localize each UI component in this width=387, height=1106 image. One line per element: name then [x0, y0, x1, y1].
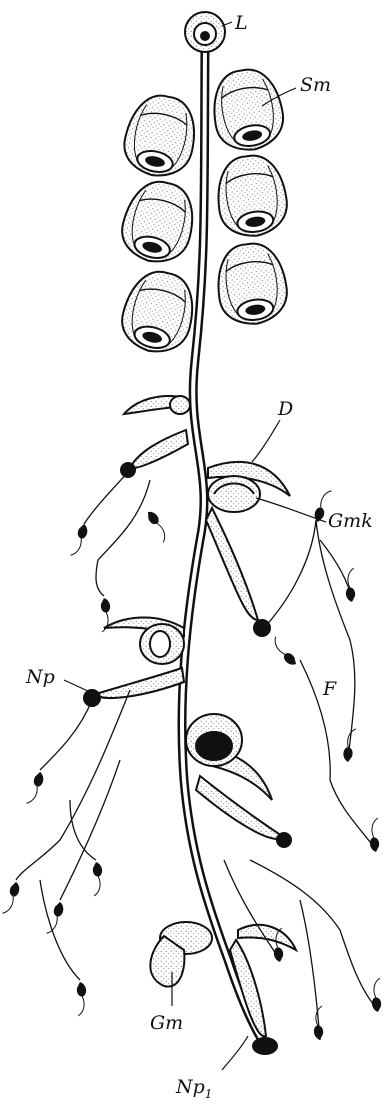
label-sm: Sm	[300, 76, 331, 95]
label-d: D	[278, 400, 293, 419]
label-f: F	[323, 680, 336, 699]
label-np1: Np1	[176, 1078, 212, 1100]
label-gm: Gm	[150, 1014, 183, 1033]
float-l	[185, 12, 225, 52]
label-gmk: Gmk	[328, 512, 373, 531]
label-np1-main: Np	[176, 1076, 205, 1098]
label-np: Np	[26, 668, 55, 687]
label-np1-subscript: 1	[205, 1087, 213, 1101]
label-l: L	[235, 14, 248, 33]
